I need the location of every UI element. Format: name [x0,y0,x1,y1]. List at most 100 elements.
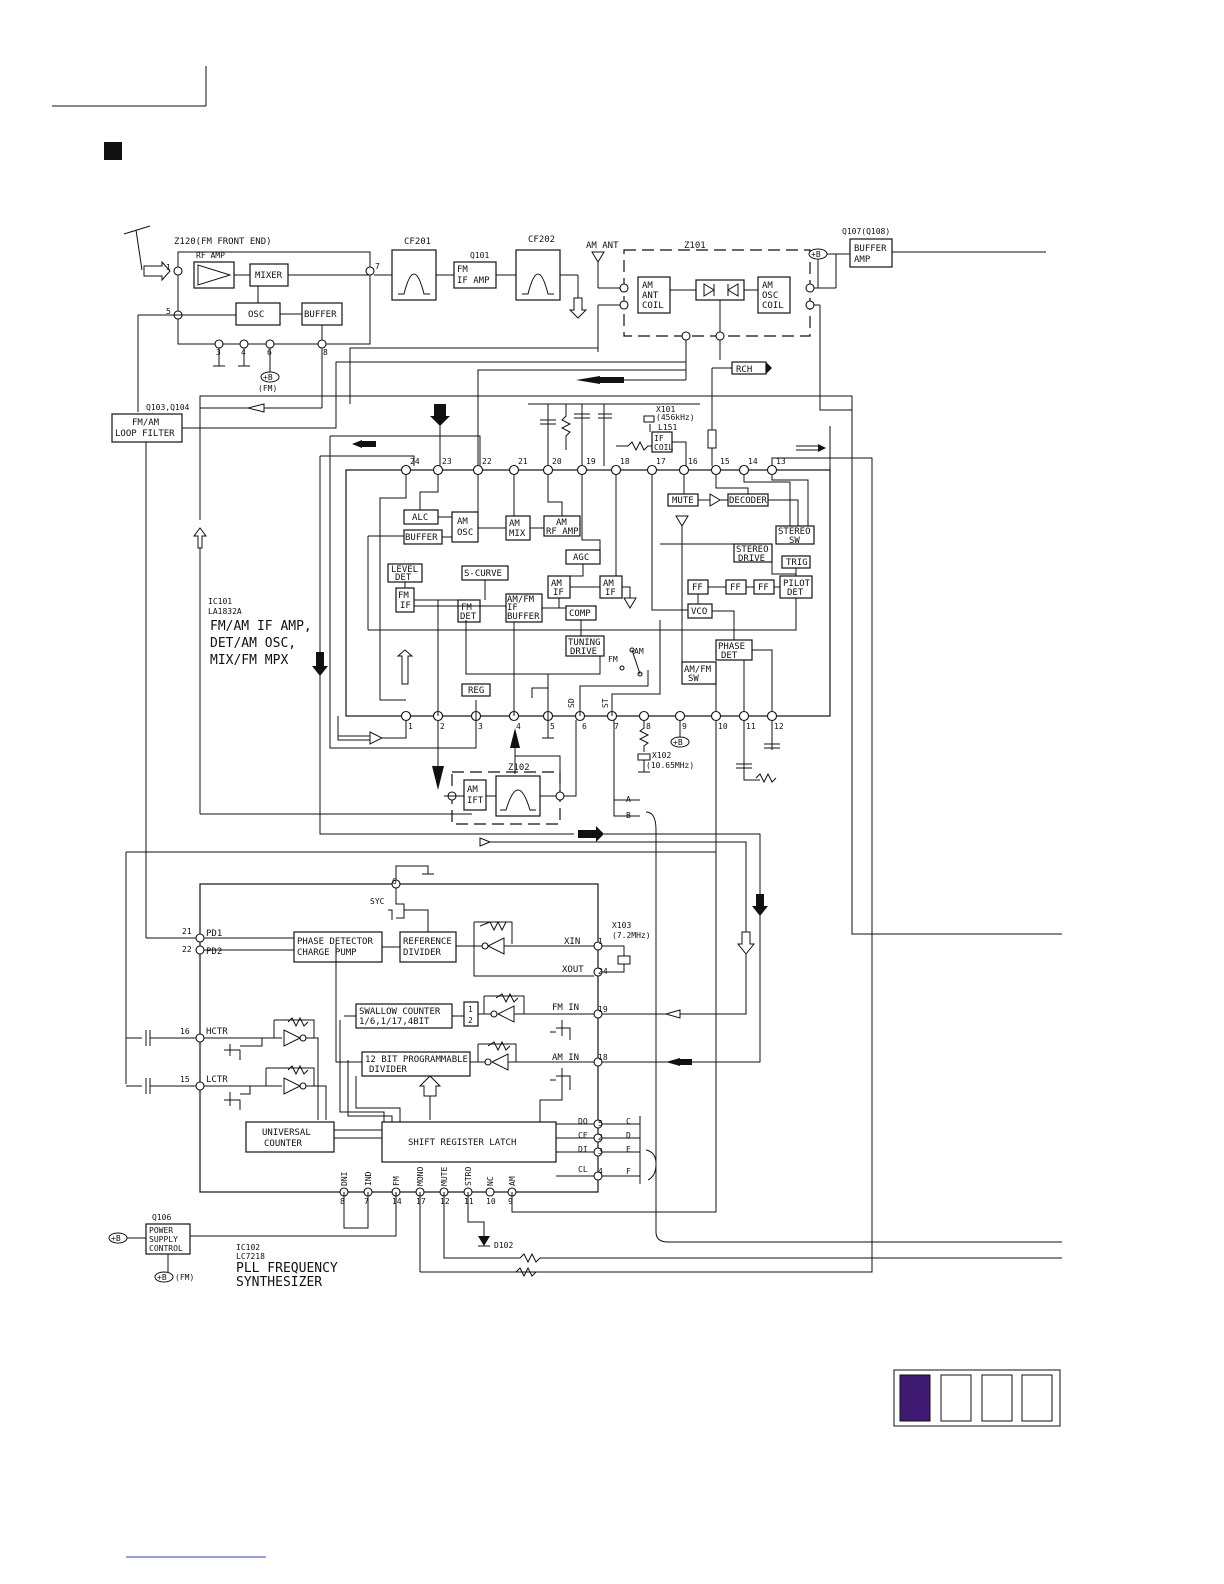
ic101-top-pin [710,464,722,476]
ce-label: CE [578,1131,588,1140]
comp-label: COMP [569,609,591,619]
am-ant-coil-3: COIL [642,301,664,311]
ic101-bottom-pin-num: 5 [550,722,555,731]
amplifier-icon [197,264,232,286]
cf201-label: CF201 [404,237,431,247]
xout-label: XOUT [562,965,584,975]
crystal-icon [617,955,631,965]
wire [477,340,687,466]
stereo-sw-2: SW [789,536,800,546]
ic102-bottom-pin-num: 14 [392,1197,402,1206]
shift-register-label: SHIFT REGISTER LATCH [408,1138,516,1148]
pin [490,1010,498,1018]
am-antenna-icon [591,251,605,263]
fm-switch-label: FM [608,655,618,664]
fm-in-label: FM IN [552,1003,579,1013]
decoder-label: DECODER [729,496,768,506]
resistor-icon [755,772,777,784]
cf202-label: CF202 [528,235,555,245]
signal-arrow-icon [418,1075,442,1097]
signal-arrow-icon [600,377,624,383]
transistor-icon [550,1068,571,1090]
ic101-bottom-pin-num: 1 [408,722,413,731]
ic101-top-pin [432,464,444,476]
signal-arrow-icon [568,297,588,319]
ic101-top-pin-num: 18 [620,457,630,466]
capacitor-icon [736,763,752,769]
stereo-drive-block [733,543,773,563]
wire [556,1123,594,1177]
wire [511,852,717,1213]
antenna-feed [135,229,143,271]
d102-label: D102 [494,1241,513,1250]
am-rf-amp-1: AM [556,518,567,528]
signal-arrow-icon [736,931,756,955]
power-supply-2: SUPPLY [149,1235,178,1244]
wire [335,944,362,1063]
bandpass-icon [522,273,554,295]
ic102-pin-22 [195,945,205,955]
page-box[interactable] [981,1374,1013,1422]
ic101-top-pin [576,464,588,476]
front-end-pin-8 [317,339,327,349]
prog-divider-1: 12 BIT PROGRAMMABLE [365,1055,468,1065]
signal-arrow-icon [396,649,414,685]
page-box[interactable] [940,1374,972,1422]
supply-b-icon [154,1271,174,1283]
wire [473,922,594,977]
am-osc-2: OSC [457,528,473,538]
pilot-det-2: DET [787,588,804,598]
ic101-bottom-pin [638,710,650,722]
am-ant-coil-block [637,276,671,314]
ic102-desc-1: PLL FREQUENCY [236,1261,338,1276]
if-coil-2: COIL [654,443,673,452]
resistor-icon [515,1266,537,1278]
front-end-fm-note: (FM) [258,384,277,393]
am-osc-coil-3: COIL [762,301,784,311]
ic102-bottom-label: FM [392,1176,401,1186]
ic101-top-pin-num: 14 [748,457,758,466]
q101-label: Q101 [470,251,489,260]
universal-counter-block [245,1121,335,1153]
am-ant-label: AM ANT [586,241,619,251]
wire [343,1192,369,1229]
ic101-top-pin-num: 19 [586,457,596,466]
ff-3-label: FF [758,583,769,593]
capacitor-icon [126,1078,196,1094]
page-box[interactable] [1021,1374,1053,1422]
ic101-top-pin [610,464,622,476]
ic101-top-pin [400,464,412,476]
wire [182,361,686,429]
reference-divider-2: DIVIDER [403,948,442,958]
pin [484,1058,492,1066]
amfm-sw-1: AM/FM [684,665,712,675]
ic102-ref: IC102 [236,1243,260,1252]
ic101-bottom-pin [674,710,686,722]
page-box-active[interactable] [899,1374,931,1422]
am-if-1-b: IF [553,588,564,598]
capacitor-icon [598,413,612,419]
pin [619,665,625,671]
shift-register-block [381,1121,557,1163]
ic102-bottom-pin-num: 9 [508,1197,513,1206]
front-end-b: +B [263,373,273,382]
ic101-top-pin-num: 15 [720,457,730,466]
wire [564,720,577,797]
inverter-icon [490,1053,509,1071]
ic101-bottom-pin-num: 12 [774,722,784,731]
cf201-filter [391,249,437,301]
ground-icon [395,865,434,880]
ic102-bottom-label: MONO [416,1167,425,1186]
am-osc-coil-2: OSC [762,291,778,301]
signal-arrow-icon [578,826,604,842]
wire [819,390,852,411]
ic101-bottom-pin [766,710,778,722]
ic102-bottom-label: IND [364,1171,373,1186]
wire [368,598,797,631]
power-b: +B [111,1234,121,1243]
buffer-triangle-icon [709,493,721,507]
wire [539,1086,563,1122]
amfm-if-buffer-block [505,593,543,623]
